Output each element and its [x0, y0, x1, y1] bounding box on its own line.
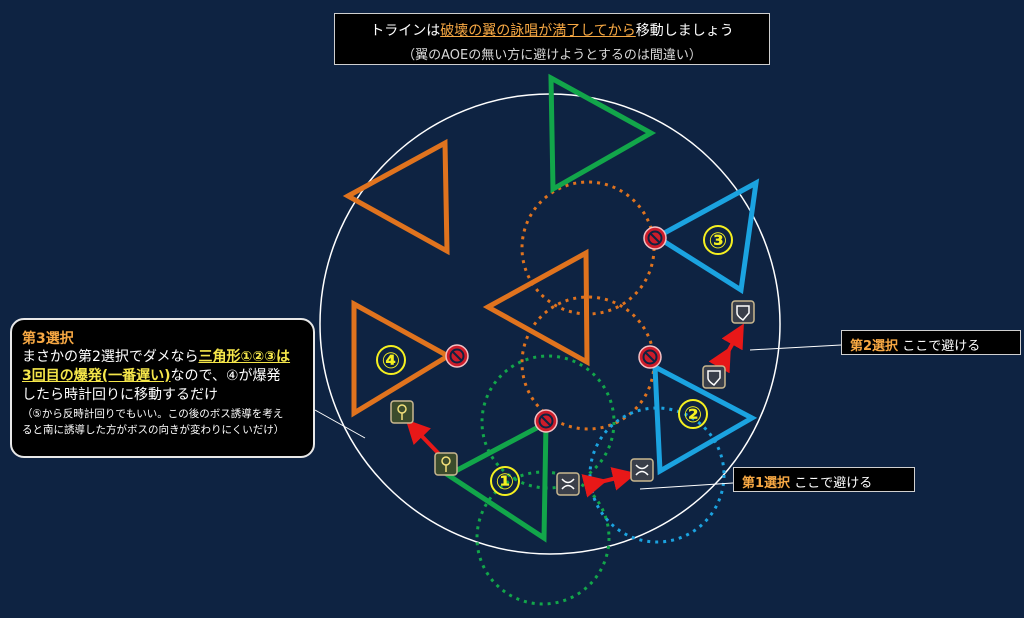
triangle-blue-two: [652, 362, 758, 476]
triangle-green-one: [443, 418, 549, 543]
callout-first-pointer: [639, 482, 734, 490]
arrow-to-four-icon: [405, 419, 442, 457]
marker-four: ④: [376, 345, 406, 375]
dps-icon: [630, 458, 654, 482]
callout-second-choice: 第2選択 ここで避ける: [841, 330, 1021, 355]
forbidden-icon: [534, 409, 558, 433]
marker-one: ①: [490, 466, 520, 496]
marker-three: ③: [703, 225, 733, 255]
callout-third-line-3: したら時計回りに移動するだけ: [22, 387, 218, 403]
callout-third-line-1-pre: まさかの第2選択でダメなら: [22, 349, 199, 365]
callout-third-note-2: ると南に誘導した方がボスの向きが変わりにくいだけ）: [22, 424, 285, 436]
marker-three-label: ③: [709, 229, 728, 254]
forbidden-icon: [445, 344, 469, 368]
double-arrow-icon: [708, 323, 744, 374]
triangle-blue-three: [652, 178, 760, 295]
healer-job-icon: [434, 452, 458, 476]
callout-first-text: ここで避ける: [794, 476, 873, 491]
callout-third-line-1: まさかの第2選択でダメなら三角形①②③は: [22, 348, 303, 367]
dps-icon: [556, 472, 580, 496]
callout-third-pointer: [314, 409, 366, 439]
tank-shield-icon: [731, 300, 755, 324]
marker-two-label: ②: [684, 403, 703, 428]
title-line-1-pre: トラインは: [370, 23, 441, 39]
triangle-green-top: [548, 73, 657, 194]
triangle-orange-center: [482, 248, 590, 367]
callout-third-line-2: 3回目の爆発(一番遅い)なので、④が爆発: [22, 367, 303, 386]
triangle-orange-top-left: [342, 138, 450, 256]
double-arrow-icon: [581, 467, 637, 498]
title-line-1-post: 移動しましょう: [635, 23, 734, 39]
callout-third-note-1: （⑤から反時計回りでもいい。この後のボス誘導を考え: [22, 408, 284, 420]
triangle-orange-four: [351, 299, 453, 418]
callout-third-line-1-highlight: 三角形①②③は: [198, 349, 291, 365]
title-line-2: （翼のAOEの無い方に避けようとするのは間違い）: [402, 48, 702, 63]
title-box: トラインは破壊の翼の詠唱が満了してから移動しましょう （翼のAOEの無い方に避け…: [334, 13, 770, 65]
callout-second-lead: 第2選択: [850, 339, 899, 354]
marker-two: ②: [678, 399, 708, 429]
healer-job-icon: [390, 400, 414, 424]
callout-third-choice: 第3選択 まさかの第2選択でダメなら三角形①②③は 3回目の爆発(一番遅い)なの…: [10, 318, 315, 458]
callout-third-line-2-highlight: 3回目の爆発(一番遅い): [22, 368, 171, 384]
callout-third-line-2-post: なので、④が爆発: [170, 368, 281, 384]
forbidden-icon: [643, 226, 667, 250]
aoe-circle-green-upper: [480, 354, 616, 490]
marker-four-label: ④: [382, 349, 401, 374]
callout-second-text: ここで避ける: [902, 339, 981, 354]
callout-second-pointer: [749, 344, 842, 351]
callout-first-lead: 第1選択: [742, 476, 791, 491]
callout-third-heading: 第3選択: [22, 331, 74, 347]
title-line-1-highlight: 破壊の翼の詠唱が満了してから: [440, 23, 636, 39]
title-line-1: トラインは破壊の翼の詠唱が満了してから移動しましょう: [335, 20, 769, 40]
marker-one-label: ①: [496, 470, 515, 495]
forbidden-icon: [638, 345, 662, 369]
aoe-circle-green-lower: [475, 470, 611, 606]
tank-shield-icon: [702, 365, 726, 389]
callout-first-choice: 第1選択 ここで避ける: [733, 467, 915, 492]
